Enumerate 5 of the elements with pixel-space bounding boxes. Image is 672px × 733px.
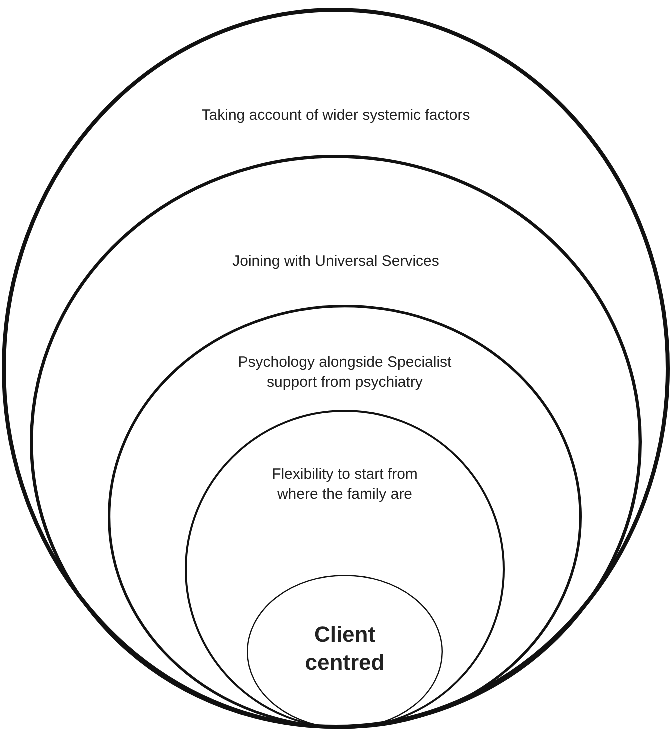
ring-label: Client centred xyxy=(304,621,386,677)
ring-label: Taking account of wider systemic factors xyxy=(200,106,472,126)
ring-label: Psychology alongside Specialist support from psychiatry xyxy=(237,353,453,393)
ring-label: Joining with Universal Services xyxy=(232,252,440,272)
ring-label: Flexibility to start from where the family are xyxy=(271,465,419,505)
